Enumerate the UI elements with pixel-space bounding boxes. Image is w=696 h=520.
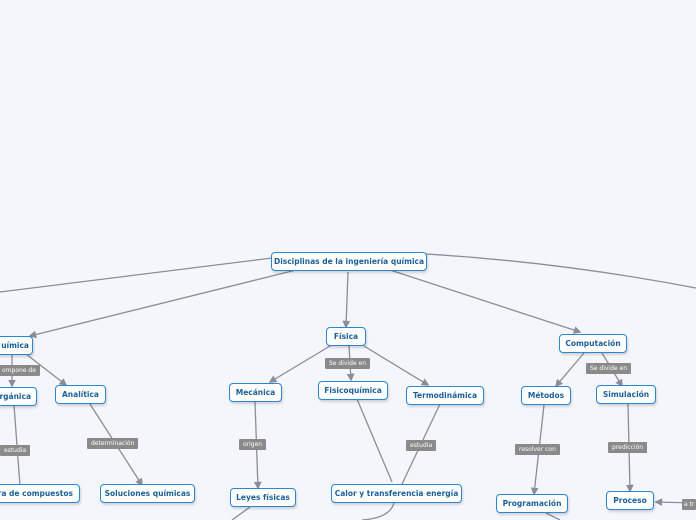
node-fisica[interactable]: Física xyxy=(326,327,366,346)
node-quimica[interactable]: uímica xyxy=(0,336,33,355)
edge-label-resolver: resolver con xyxy=(515,444,560,455)
edge-label-divide-computacion: Se divide en xyxy=(586,363,632,374)
edge-fisicoquimica-calor xyxy=(356,398,393,483)
node-termodinamica[interactable]: Termodinámica xyxy=(406,386,484,405)
node-mecanica[interactable]: Mecánica xyxy=(229,383,282,402)
node-organica[interactable]: rgánica xyxy=(0,387,37,406)
node-estructura[interactable]: ura de compuestos xyxy=(0,484,80,503)
edge-leyes-down xyxy=(231,506,251,520)
node-leyes-fisicas[interactable]: Leyes físicas xyxy=(230,488,296,507)
edge-label-partial: a tr xyxy=(682,499,696,510)
node-metodos[interactable]: Métodos xyxy=(521,386,571,405)
edge-fisica-termodinamica xyxy=(363,345,430,386)
edge-root-left-offscreen xyxy=(0,257,273,293)
node-programacion[interactable]: Programación xyxy=(496,494,568,513)
edge-label-origen: origen xyxy=(239,439,267,450)
edge-root-quimica xyxy=(28,269,297,339)
node-root[interactable]: Disciplinas de la ingeniería química xyxy=(271,252,427,271)
edge-label-estudia-organica: estudia xyxy=(0,445,31,456)
node-simulacion[interactable]: Simulación xyxy=(596,385,656,404)
edge-computacion-metodos xyxy=(554,352,585,388)
edge-label-estudia-termo: estudia xyxy=(406,440,437,451)
edge-label-determinacion: determinación xyxy=(87,438,139,449)
edge-label-prediccion: predicción xyxy=(608,442,648,453)
edge-programacion-down xyxy=(545,512,561,520)
edge-fisica-mecanica xyxy=(268,345,331,383)
node-fisicoquimica[interactable]: Fisicoquímica xyxy=(318,381,388,400)
node-proceso[interactable]: Proceso xyxy=(606,491,654,510)
edge-calor-down xyxy=(361,502,395,520)
node-analitica[interactable]: Analítica xyxy=(55,385,106,404)
edge-quimica-analitica xyxy=(25,353,68,386)
edge-label-divide-fisica: Se divide en xyxy=(325,358,371,369)
edge-root-fisica xyxy=(342,271,351,329)
edge-root-computacion xyxy=(389,269,582,334)
edge-root-right-offscreen xyxy=(425,253,696,289)
node-computacion[interactable]: Computación xyxy=(559,334,627,353)
node-soluciones[interactable]: Soluciones químicas xyxy=(100,484,195,503)
edge-label-compone: ompone de xyxy=(0,365,40,376)
node-calor[interactable]: Calor y transferencia energía xyxy=(331,484,462,503)
